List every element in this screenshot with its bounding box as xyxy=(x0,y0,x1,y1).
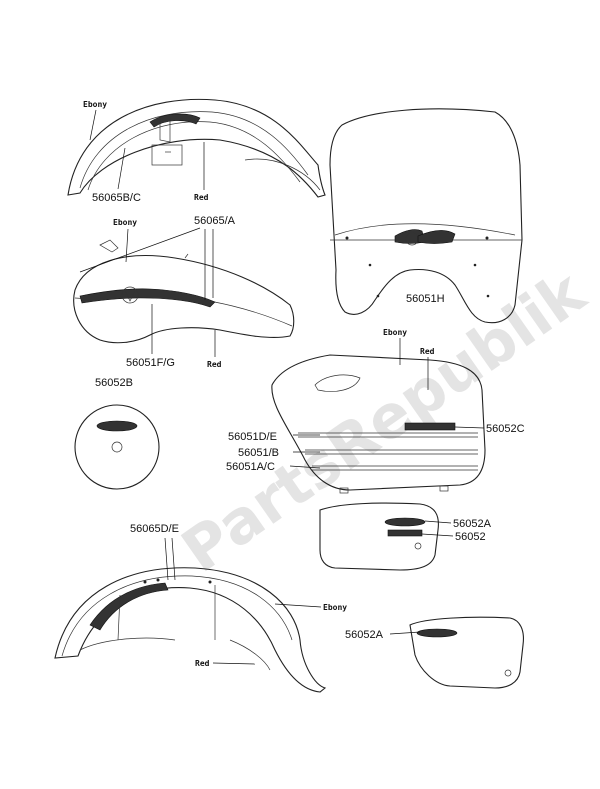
front-fender-ebony-label: Ebony xyxy=(323,603,347,612)
stripe-3-label: 56051A/C xyxy=(226,461,275,473)
tank-part-top-label: 56065/A xyxy=(194,215,236,227)
windshield[interactable] xyxy=(329,108,523,324)
leader-line xyxy=(164,537,176,581)
leader-line xyxy=(454,426,485,429)
rear-fender-top-ebony-label: Ebony xyxy=(83,100,107,109)
stripe-2-label: 56051/B xyxy=(238,447,279,459)
small-side-cover[interactable] xyxy=(319,502,439,571)
lower-side-cover[interactable] xyxy=(409,616,524,689)
rear-fender-top-part-label: 56065B/C xyxy=(92,192,141,204)
small-cover-part-b-label: 56052 xyxy=(455,531,486,543)
lower-cover-part-label: 56052A xyxy=(345,629,384,641)
leader-line xyxy=(117,147,126,190)
tank-red-label: Red xyxy=(207,360,222,369)
side-cover-red-label: Red xyxy=(420,347,435,356)
rear-fender-top-red-label: Red xyxy=(194,193,209,202)
windshield-part-label: 56051H xyxy=(406,293,445,305)
round-badge[interactable] xyxy=(74,404,160,490)
leader-line xyxy=(421,533,454,537)
round-badge-part-label: 56052B xyxy=(95,377,133,389)
watermark-text: PartsRepublik xyxy=(170,256,600,586)
tank-part-bottom-label: 56051F/G xyxy=(126,357,175,369)
front-fender-red-label: Red xyxy=(195,659,210,668)
tank-ebony-label: Ebony xyxy=(113,218,137,227)
leader-line xyxy=(79,227,214,300)
leader-line xyxy=(424,520,452,524)
leader-line xyxy=(125,228,129,263)
leader-line xyxy=(89,109,97,141)
leader-line xyxy=(212,662,256,665)
front-fender[interactable] xyxy=(54,567,327,693)
side-cover[interactable] xyxy=(271,354,486,494)
fuel-tank[interactable] xyxy=(73,239,295,344)
leader-line xyxy=(274,603,322,608)
leader-line xyxy=(289,465,321,469)
front-fender-part-label: 56065D/E xyxy=(130,523,179,535)
leader-line xyxy=(389,631,421,635)
small-cover-part-a-label: 56052A xyxy=(453,518,492,530)
side-cover-ebony-label: Ebony xyxy=(383,328,407,337)
stripe-1-label: 56051D/E xyxy=(228,431,277,443)
side-cover-emblem-label: 56052C xyxy=(486,423,525,435)
rear-fender-top[interactable] xyxy=(67,98,326,198)
